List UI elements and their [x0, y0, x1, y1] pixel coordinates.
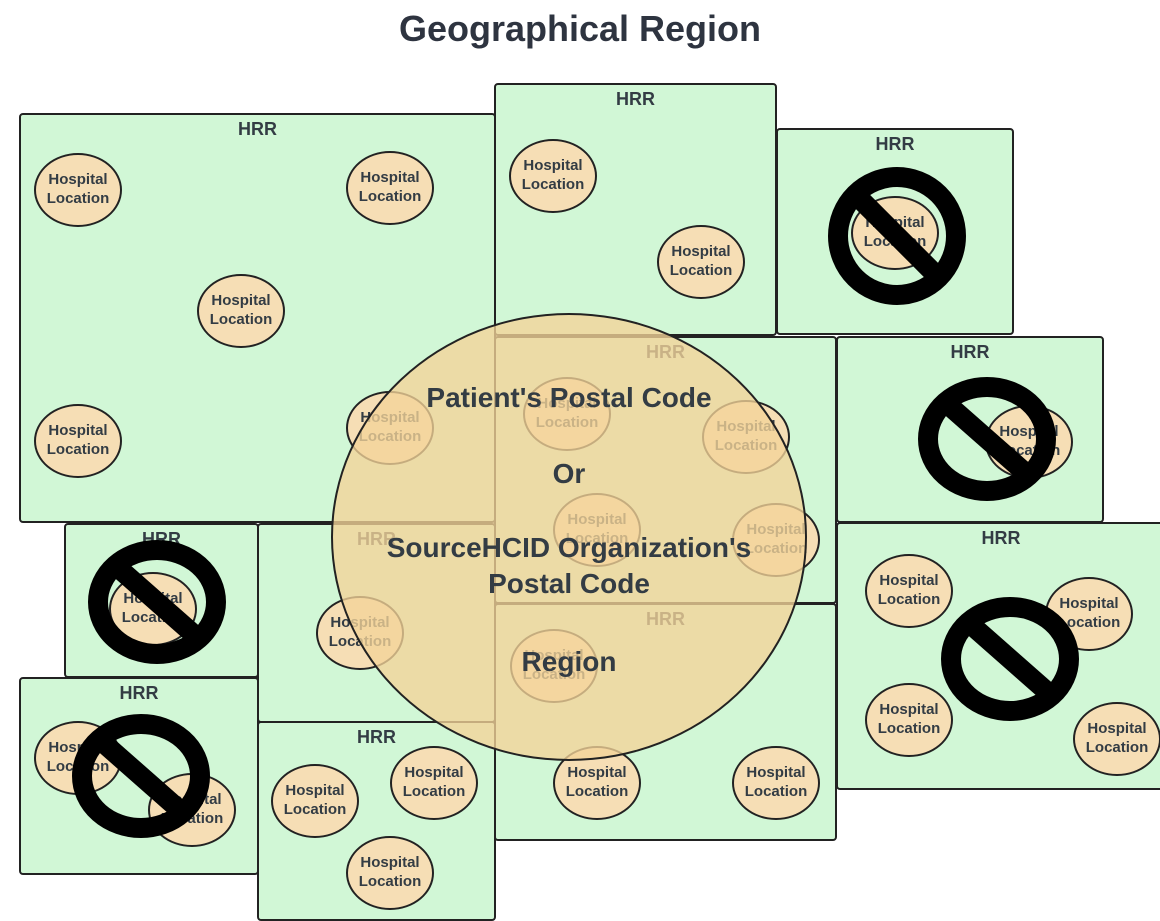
hospital-location: Hospital Location — [346, 836, 434, 910]
region-text-region: Region — [521, 646, 617, 677]
hospital-location: Hospital Location — [509, 139, 597, 213]
hrr-label: HRR — [950, 342, 990, 362]
hrr-label: HRR — [119, 683, 159, 703]
hospital-location: Hospital Location — [197, 274, 285, 348]
hrr-label: HRR — [981, 528, 1021, 548]
prohibited-icon — [72, 714, 210, 838]
hospital-location: Hospital Location — [34, 404, 122, 478]
hospital-location: Hospital Location — [271, 764, 359, 838]
hospital-location: Hospital Location — [34, 153, 122, 227]
hrr-label: HRR — [357, 727, 396, 747]
prohibited-icon — [828, 167, 966, 305]
hospital-location: Hospital Location — [865, 683, 953, 757]
prohibited-icon — [918, 377, 1056, 501]
hrr-label: HRR — [616, 89, 655, 109]
hrr-label: HRR — [238, 119, 277, 139]
region-text-sourcehcid: SourceHCID Organization's Postal Code — [386, 532, 752, 600]
prohibited-icon — [88, 540, 226, 664]
hospital-location: Hospital Location — [346, 151, 434, 225]
hospital-location: Hospital Location — [390, 746, 478, 820]
region-text-or: Or — [552, 458, 586, 489]
region-text-patient: Patient's Postal Code — [426, 382, 712, 413]
hospital-location: Hospital Location — [1073, 702, 1160, 776]
diagram-title: Geographical Region — [398, 8, 762, 49]
hospital-location: Hospital Location — [657, 225, 745, 299]
hospital-location: Hospital Location — [865, 554, 953, 628]
prohibited-icon — [941, 597, 1079, 721]
hrr-label: HRR — [875, 134, 915, 154]
hospital-location: Hospital Location — [732, 746, 820, 820]
postal-code-region-circle — [331, 313, 807, 761]
